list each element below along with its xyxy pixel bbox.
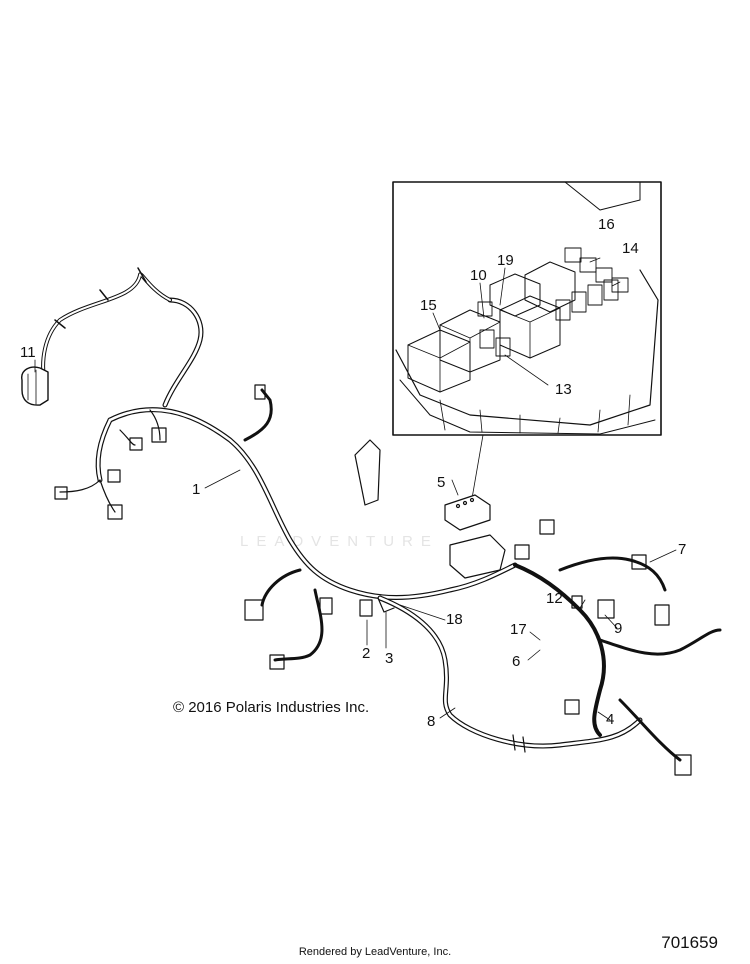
callout-8: 8 (427, 713, 436, 730)
harness-branch-11 (21, 267, 172, 406)
callout-14: 14 (622, 240, 639, 257)
callout-11: 11 (20, 344, 36, 361)
callout-15: 15 (420, 297, 437, 314)
callout-2: 2 (362, 645, 371, 662)
callout-1: 1 (192, 481, 201, 498)
callout-4: 4 (606, 711, 615, 728)
callout-3: 3 (385, 650, 394, 667)
callout-18: 18 (446, 611, 463, 628)
callout-13: 13 (555, 381, 572, 398)
right-harness-bundle (513, 519, 722, 776)
callout-17: 17 (510, 621, 527, 638)
callout-19: 19 (497, 252, 514, 269)
callout-16: 16 (598, 216, 615, 233)
footer-credit: Rendered by LeadVenture, Inc. (298, 946, 452, 958)
copyright-text: © 2016 Polaris Industries Inc. (173, 699, 370, 716)
callout-10: 10 (470, 267, 487, 284)
diagram-id: 701659 (661, 933, 718, 952)
callout-7: 7 (678, 541, 687, 558)
connector-2-3 (354, 439, 395, 617)
fuse-box-5 (444, 494, 506, 579)
callout-5: 5 (437, 474, 446, 491)
center-left-branches (243, 384, 333, 670)
inset-fuse-box-detail (392, 181, 662, 436)
left-connector-bundle (54, 409, 167, 520)
main-harness-8 (377, 595, 643, 753)
callout-leader-lines (34, 359, 677, 721)
callout-6: 6 (512, 653, 521, 670)
callout-12: 12 (546, 590, 563, 607)
callout-9: 9 (614, 620, 623, 637)
